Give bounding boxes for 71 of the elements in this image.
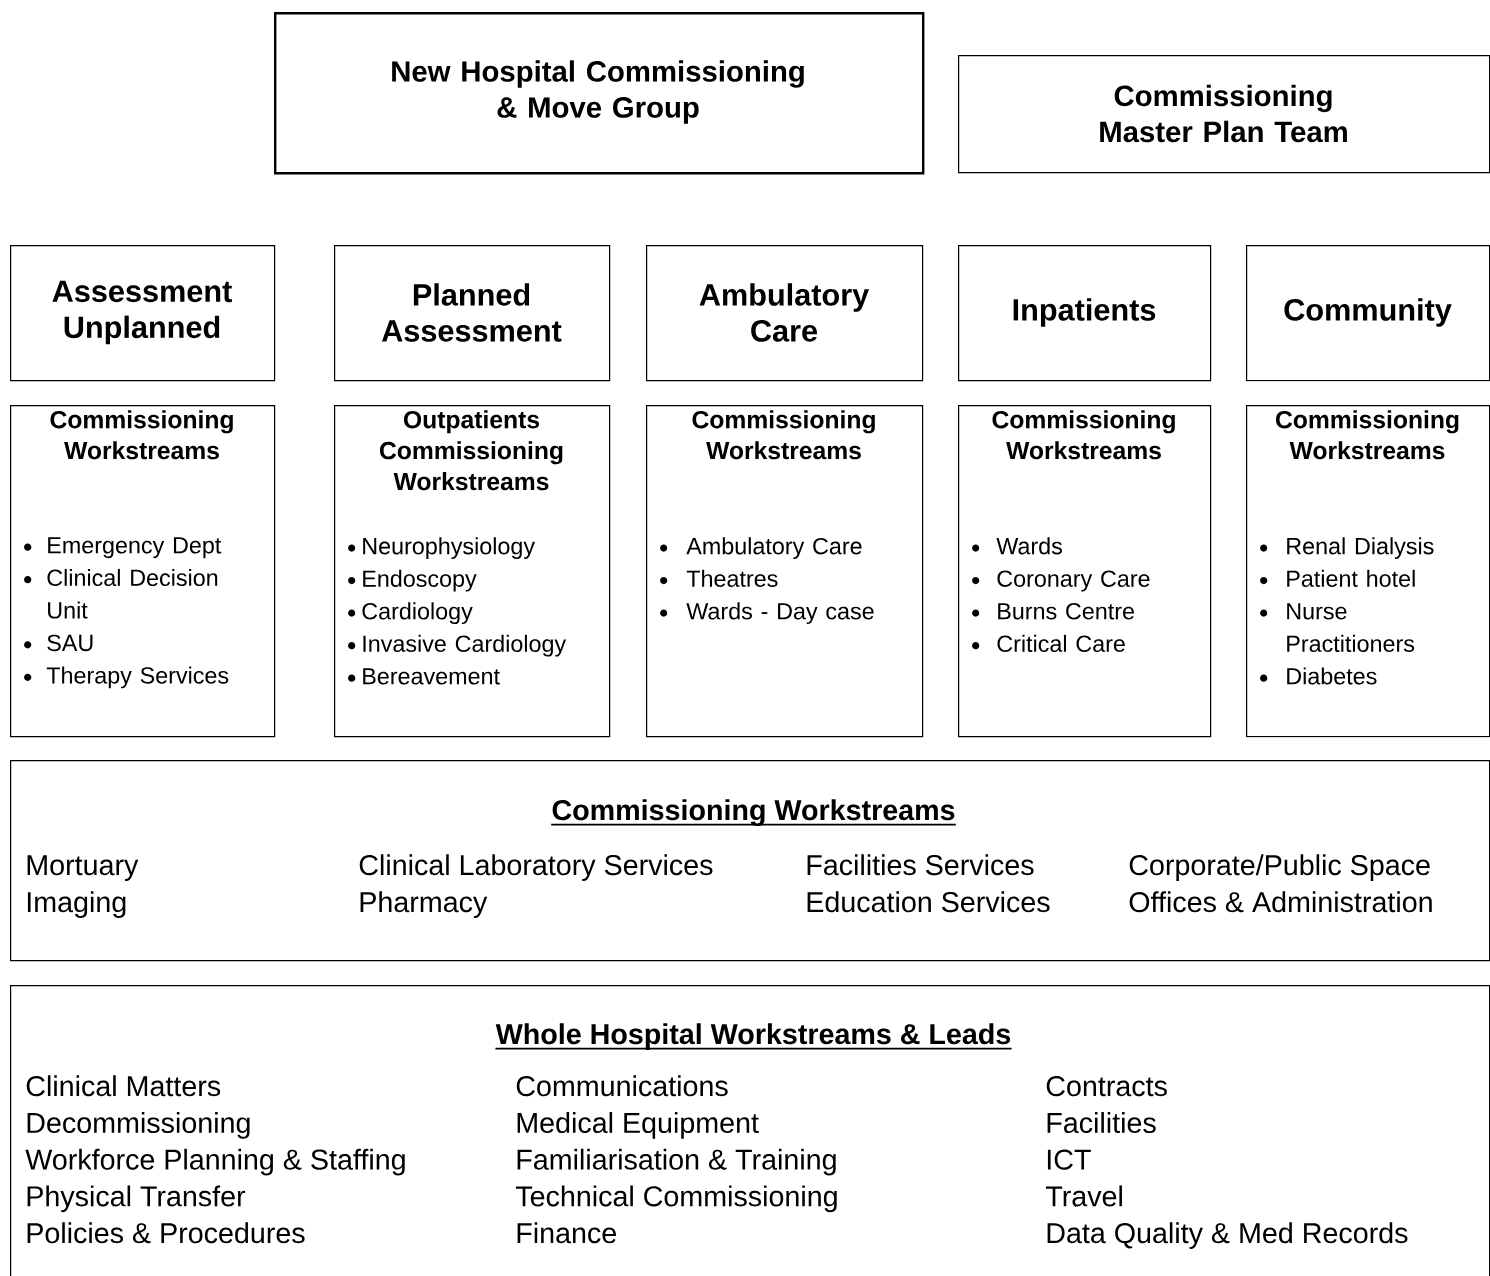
bullet-item: Emergency Dept	[24, 537, 222, 559]
bullet-item: Diabetes	[1260, 667, 1377, 685]
bullet-item: Burns Centre	[972, 602, 1134, 620]
underlined-heading: Commissioning Workstreams	[550, 799, 957, 827]
area-box	[334, 245, 611, 382]
list-item: Travel	[1045, 1185, 1122, 1207]
bullet-item: Endoscopy	[348, 569, 477, 592]
list-item: Decommissioning	[27, 1112, 250, 1139]
bullet-item: Coronary Care	[972, 570, 1150, 592]
area-box	[958, 245, 1212, 382]
heading: Ambulatory Care	[699, 283, 870, 342]
list-item: Pharmacy	[360, 891, 488, 918]
heading: Commissioning Workstreams	[1276, 410, 1459, 460]
workstream-box	[958, 405, 1212, 738]
list-item: Contracts	[1046, 1076, 1167, 1097]
bullet-item: SAU	[24, 634, 93, 652]
bullet-item: Theatres	[660, 569, 778, 587]
workstream-box	[10, 405, 276, 738]
heading: New Hospital Commissioning & Move Group	[392, 60, 804, 124]
list-item: Clinical Matters	[26, 1075, 221, 1097]
workstream-panel	[10, 760, 1490, 962]
bullet-item: Wards	[972, 537, 1062, 555]
bullet-item: Renal Dialysis	[1260, 537, 1434, 559]
list-item: Offices & Administration	[1129, 891, 1432, 913]
heading: Outpatients Commissioning Workstreams	[380, 410, 563, 491]
list-item: Familiarisation & Training	[517, 1148, 836, 1176]
heading: Commissioning Workstreams	[50, 410, 233, 460]
heading: Community	[1284, 298, 1452, 327]
heading: Commissioning Workstreams	[692, 410, 875, 460]
list-item: Imaging	[27, 891, 126, 918]
list-item: Policies & Procedures	[27, 1222, 305, 1244]
workstream-box	[646, 405, 924, 738]
area-box	[1246, 245, 1490, 382]
heading: Commissioning Master Plan Team	[1100, 84, 1347, 143]
area-box	[646, 245, 924, 382]
bullet-item: Critical Care	[972, 634, 1125, 652]
workstream-box	[1246, 405, 1490, 738]
bullet-item: Neurophysiology	[348, 537, 535, 559]
list-item: Education Services	[807, 891, 1050, 913]
list-item: ICT	[1047, 1149, 1091, 1170]
bullet-item: Therapy Services	[24, 666, 229, 689]
list-item: Workforce Planning & Staffing	[25, 1148, 405, 1176]
workstream-panel	[10, 985, 1490, 1276]
bullet-item: Invasive Cardiology	[348, 634, 567, 657]
heading: Commissioning Workstreams	[992, 410, 1175, 460]
list-item: Facilities Services	[807, 854, 1034, 876]
bullet-item: Patient hotel	[1260, 569, 1415, 587]
list-item: Clinical Laboratory Services	[359, 854, 713, 881]
bullet-item: Clinical Decision Unit	[24, 568, 218, 619]
list-item: Finance	[517, 1222, 616, 1244]
group-box	[274, 12, 925, 175]
bullet-item: Wards - Day case	[660, 602, 874, 625]
bullet-item: Cardiology	[348, 602, 473, 625]
area-box	[10, 245, 276, 382]
bullet-item: Bereavement	[348, 668, 500, 685]
list-item: Physical Transfer	[27, 1185, 246, 1213]
list-item: Communications	[516, 1075, 728, 1097]
list-item: Medical Equipment	[517, 1112, 759, 1139]
heading: Planned Assessment	[381, 283, 562, 342]
group-box	[958, 55, 1490, 174]
list-item: Facilities	[1047, 1112, 1156, 1134]
workstream-box	[334, 405, 611, 738]
list-item: Corporate/Public Space	[1129, 854, 1430, 881]
list-item: Data Quality & Med Records	[1047, 1222, 1408, 1249]
underlined-heading: Whole Hospital Workstreams & Leads	[494, 1023, 1013, 1050]
heading: Assessment Unplanned	[52, 280, 232, 345]
bullet-item: Nurse Practitioners	[1260, 603, 1415, 652]
list-item: Mortuary	[27, 855, 139, 881]
heading: Inpatients	[1013, 298, 1156, 327]
list-item: Technical Commissioning	[515, 1185, 837, 1213]
bullet-item: Ambulatory Care	[660, 537, 862, 559]
